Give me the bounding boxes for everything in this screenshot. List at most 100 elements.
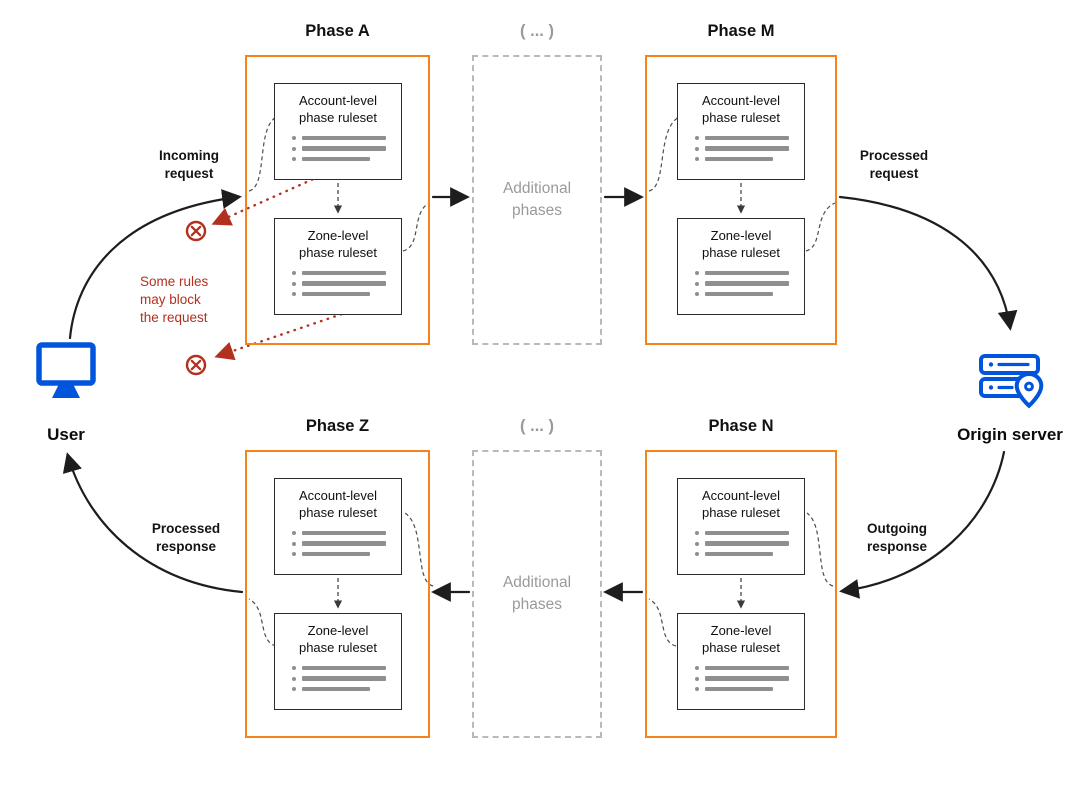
origin-server-label: Origin server: [957, 425, 1063, 444]
rule-bar: [302, 156, 370, 162]
ruleset-rules: [678, 530, 804, 557]
rule-line: [695, 530, 804, 536]
additional-phases-bottom-box: [472, 450, 602, 738]
circle-x-icon: [185, 354, 207, 376]
rule-bar: [705, 541, 789, 546]
arrow-phase-z-to-user: [62, 452, 244, 594]
rule-line: [292, 270, 401, 276]
rule-bullet: [292, 146, 296, 151]
rule-bar: [302, 146, 386, 151]
rule-bullet: [292, 281, 296, 286]
phase-a-box: [245, 55, 430, 345]
rule-bar: [705, 146, 789, 151]
phase-m-zone-ruleset: Zone-level phase ruleset: [677, 218, 805, 315]
ruleset-title: Account-level phase ruleset: [298, 488, 378, 520]
additional-phases-bottom-label: Additional phases: [502, 574, 572, 613]
rule-line: [695, 541, 804, 546]
rule-bar: [705, 270, 789, 276]
user-label: User: [47, 425, 85, 444]
rule-bullet: [695, 531, 699, 536]
squiggle-phase-z-in: [404, 512, 434, 587]
rule-bar: [302, 530, 386, 536]
phase-z-zone-ruleset: Zone-level phase ruleset: [274, 613, 402, 710]
rule-bar: [302, 665, 386, 671]
rule-bar: [705, 135, 789, 141]
phase-a-title: Phase A: [305, 22, 370, 40]
rule-line: [292, 551, 401, 557]
block-note: Some rules may block the request: [140, 274, 209, 325]
phase-m-account-ruleset: Account-level phase ruleset: [677, 83, 805, 180]
additional-phases-top-box: [472, 55, 602, 345]
rule-line: [292, 676, 401, 681]
rule-bar: [302, 291, 370, 297]
rule-bar: [302, 281, 386, 286]
rule-line: [292, 156, 401, 162]
phase-m-title: Phase M: [707, 22, 775, 40]
rule-bar: [302, 551, 370, 557]
rule-bar: [705, 291, 773, 297]
rule-bullet: [292, 531, 296, 536]
rule-bullet: [695, 281, 699, 286]
squiggle-phase-m-in: [648, 116, 680, 192]
rule-line: [292, 665, 401, 671]
rule-line: [292, 686, 401, 692]
arrow-phase-m-to-origin: [838, 195, 1018, 331]
outgoing-response-label: Outgoing response: [866, 521, 928, 555]
rule-line: [695, 665, 804, 671]
phase-z-title: Phase Z: [305, 417, 370, 435]
ruleset-title: Zone-level phase ruleset: [298, 228, 378, 260]
additional-phases-top-label: Additional phases: [502, 180, 572, 219]
phase-n-zone-ruleset: Zone-level phase ruleset: [677, 613, 805, 710]
ruleset-rules: [678, 135, 804, 162]
rule-bullet: [695, 136, 699, 141]
rule-line: [695, 156, 804, 162]
rule-line: [292, 135, 401, 141]
rule-line: [695, 551, 804, 557]
rule-bullet: [292, 687, 296, 692]
ruleset-title: Zone-level phase ruleset: [298, 623, 378, 655]
circle-x-icon: [185, 220, 207, 242]
ruleset-rules: [678, 270, 804, 297]
rule-line: [695, 135, 804, 141]
rule-line: [292, 541, 401, 546]
rule-bullet: [695, 666, 699, 671]
incoming-request-label: Incoming request: [159, 148, 219, 182]
rule-bullet: [695, 687, 699, 692]
ruleset-title: Account-level phase ruleset: [701, 93, 781, 125]
ruleset-title: Zone-level phase ruleset: [701, 623, 781, 655]
rule-bullet: [695, 541, 699, 546]
squiggle-phase-z-out: [248, 598, 277, 647]
rule-bullet: [695, 292, 699, 297]
rule-line: [695, 676, 804, 681]
rule-bar: [302, 686, 370, 692]
rule-bar: [705, 665, 789, 671]
ruleset-rules: [678, 665, 804, 692]
squiggle-phase-a-out: [402, 202, 430, 252]
rule-bullet: [292, 157, 296, 162]
rule-bullet: [695, 552, 699, 557]
rule-bar: [302, 676, 386, 681]
phase-n-box: [645, 450, 837, 738]
squiggle-phase-n-out: [648, 598, 677, 647]
rule-bar: [705, 156, 773, 162]
rule-bullet: [292, 136, 296, 141]
squiggle-phase-a-in: [248, 116, 277, 192]
rule-line: [292, 530, 401, 536]
additional-phases-top-ellipsis: ( ... ): [520, 22, 554, 40]
phase-z-account-ruleset: Account-level phase ruleset: [274, 478, 402, 575]
rule-line: [292, 291, 401, 297]
rule-line: [695, 146, 804, 151]
ruleset-rules: [275, 135, 401, 162]
rule-bar: [302, 135, 386, 141]
rule-bullet: [695, 146, 699, 151]
rule-line: [292, 281, 401, 286]
ruleset-rules: [275, 270, 401, 297]
rule-bullet: [695, 157, 699, 162]
ruleset-title: Zone-level phase ruleset: [701, 228, 781, 260]
rule-bar: [302, 541, 386, 546]
squiggle-phase-n-in: [806, 512, 834, 587]
rule-bullet: [292, 292, 296, 297]
processed-response-label: Processed response: [151, 521, 221, 555]
phase-a-zone-ruleset: Zone-level phase ruleset: [274, 218, 402, 315]
